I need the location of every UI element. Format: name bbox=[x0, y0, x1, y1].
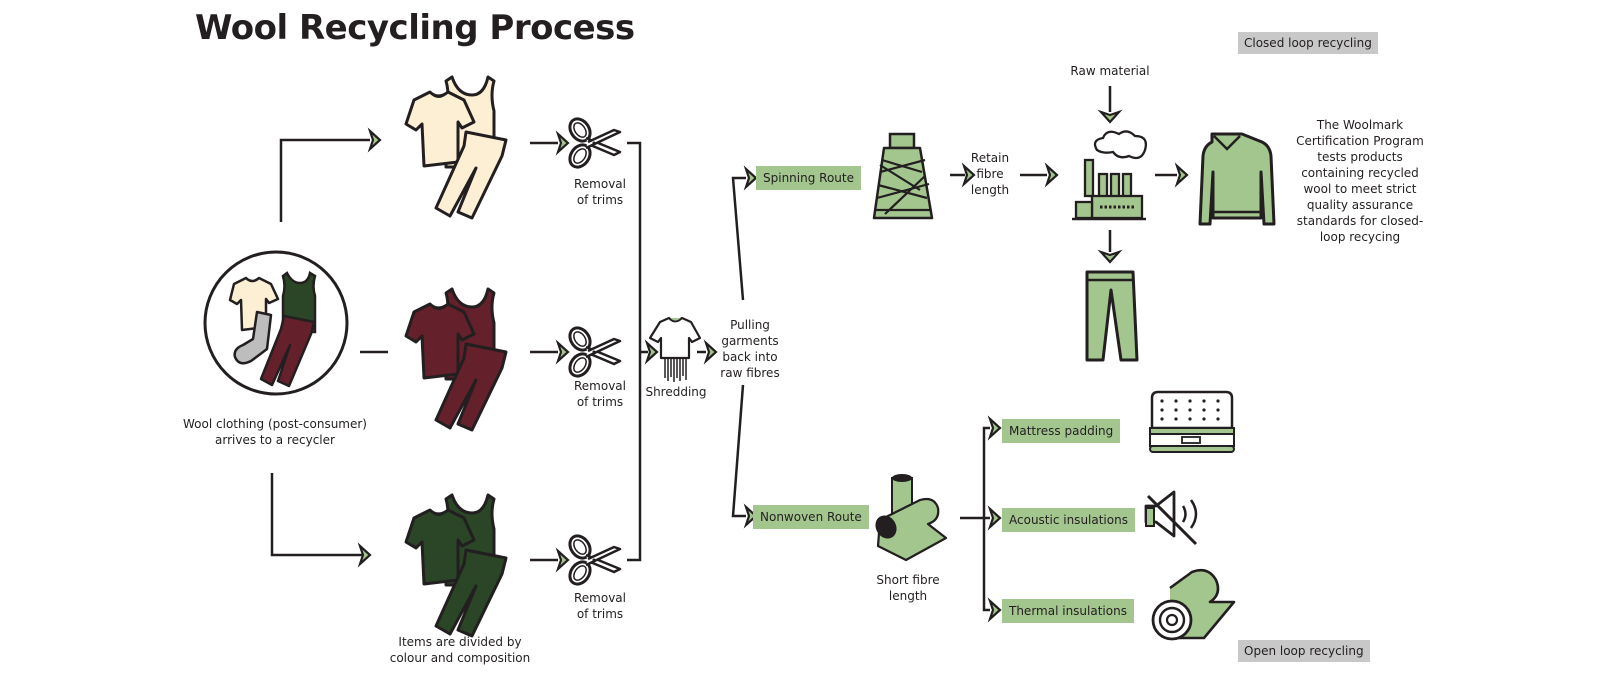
arrow-icon bbox=[556, 132, 570, 154]
arrow-icon bbox=[1175, 164, 1189, 186]
retain-line: length bbox=[970, 183, 1010, 197]
pulling-label: Pulling garments back into raw fibres bbox=[712, 317, 788, 381]
certification-note: The Woolmark Certification Program tests… bbox=[1290, 117, 1430, 245]
trims-line: of trims bbox=[576, 395, 624, 409]
pulling-line: Pulling bbox=[730, 318, 770, 332]
trims-label-1: Removal of trims bbox=[565, 176, 635, 208]
maroon-clothing-icon bbox=[404, 287, 508, 432]
connector-top bbox=[279, 138, 370, 222]
retain-line: fibre bbox=[976, 167, 1004, 181]
raw-material-label: Raw material bbox=[1070, 64, 1150, 78]
spinning-route-badge: Spinning Route bbox=[756, 166, 861, 190]
shredding-label: Shredding bbox=[645, 385, 707, 399]
shredded-shirt-icon bbox=[648, 316, 702, 382]
arrow-icon bbox=[744, 167, 758, 189]
cert-line: standards for closed- bbox=[1296, 214, 1424, 228]
factory-icon bbox=[1072, 130, 1148, 221]
trims-line: Removal bbox=[573, 591, 626, 605]
arrow-icon bbox=[556, 341, 570, 363]
closed-loop-badge: Closed loop recycling bbox=[1238, 32, 1378, 54]
nonwoven-route-badge: Nonwoven Route bbox=[753, 505, 869, 529]
green-clothing-icon bbox=[404, 493, 508, 638]
cert-line: quality assurance bbox=[1306, 198, 1414, 212]
arrow-icon bbox=[988, 507, 1002, 529]
product-mattress-badge: Mattress padding bbox=[1002, 419, 1121, 443]
open-loop-badge: Open loop recycling bbox=[1238, 640, 1370, 662]
cream-clothing-icon bbox=[404, 75, 508, 220]
cert-line: containing recycled bbox=[1301, 166, 1419, 180]
product-thermal-badge: Thermal insulations bbox=[1002, 599, 1134, 623]
pulling-line: back into bbox=[722, 350, 778, 364]
input-label: Wool clothing (post-consumer) arrives to… bbox=[180, 416, 370, 448]
product-acoustic-badge: Acoustic insulations bbox=[1002, 508, 1135, 532]
arrow-icon bbox=[645, 341, 659, 363]
retain-label: Retain fibre length bbox=[960, 150, 1020, 198]
mattress-icon bbox=[1149, 390, 1235, 453]
short-fibre-line: Short fibre bbox=[876, 573, 940, 587]
pulling-line: raw fibres bbox=[720, 366, 780, 380]
trims-label-2: Removal of trims bbox=[565, 378, 635, 410]
input-label-line: arrives to a recycler bbox=[215, 433, 335, 447]
trims-line: of trims bbox=[576, 607, 624, 621]
arrow-icon bbox=[368, 129, 382, 151]
insulation-roll-icon bbox=[1151, 568, 1236, 641]
cert-line: Certification Program bbox=[1296, 134, 1424, 148]
arrow-icon bbox=[1099, 250, 1121, 264]
trims-line: Removal bbox=[573, 177, 626, 191]
connector-bottom bbox=[270, 473, 362, 557]
scissors-icon bbox=[564, 113, 622, 173]
pants-icon bbox=[1085, 270, 1139, 362]
scissors-icon bbox=[564, 322, 622, 382]
muted-speaker-icon bbox=[1144, 490, 1198, 546]
sorted-label-line: colour and composition bbox=[389, 651, 531, 665]
arrow-icon bbox=[1099, 110, 1121, 124]
sweater-icon bbox=[1198, 132, 1276, 226]
yarn-cone-icon bbox=[872, 132, 934, 220]
pulling-line: garments bbox=[721, 334, 779, 348]
cert-line: wool to meet strict bbox=[1303, 182, 1417, 196]
retain-line: Retain bbox=[970, 151, 1010, 165]
trims-line: of trims bbox=[576, 193, 624, 207]
cert-line: tests products bbox=[1317, 150, 1403, 164]
trims-label-3: Removal of trims bbox=[565, 590, 635, 622]
cert-line: loop recycing bbox=[1319, 230, 1401, 244]
arrow-icon bbox=[556, 549, 570, 571]
mixed-clothing-icon bbox=[203, 250, 349, 396]
page-title: Wool Recycling Process bbox=[195, 8, 635, 48]
arrow-icon bbox=[988, 417, 1002, 439]
sorted-label: Items are divided by colour and composit… bbox=[380, 634, 540, 666]
input-label-line: Wool clothing (post-consumer) bbox=[183, 417, 367, 431]
short-fibre-line: length bbox=[888, 589, 928, 603]
short-fibre-label: Short fibre length bbox=[868, 572, 948, 604]
scissors-icon bbox=[564, 530, 622, 590]
arrow-icon bbox=[1045, 164, 1059, 186]
flow-lines bbox=[270, 86, 1177, 612]
trims-line: Removal bbox=[573, 379, 626, 393]
fabric-roll-icon bbox=[875, 474, 948, 562]
sorted-label-line: Items are divided by bbox=[398, 635, 522, 649]
arrow-icon bbox=[988, 599, 1002, 621]
cert-line: The Woolmark bbox=[1316, 118, 1404, 132]
